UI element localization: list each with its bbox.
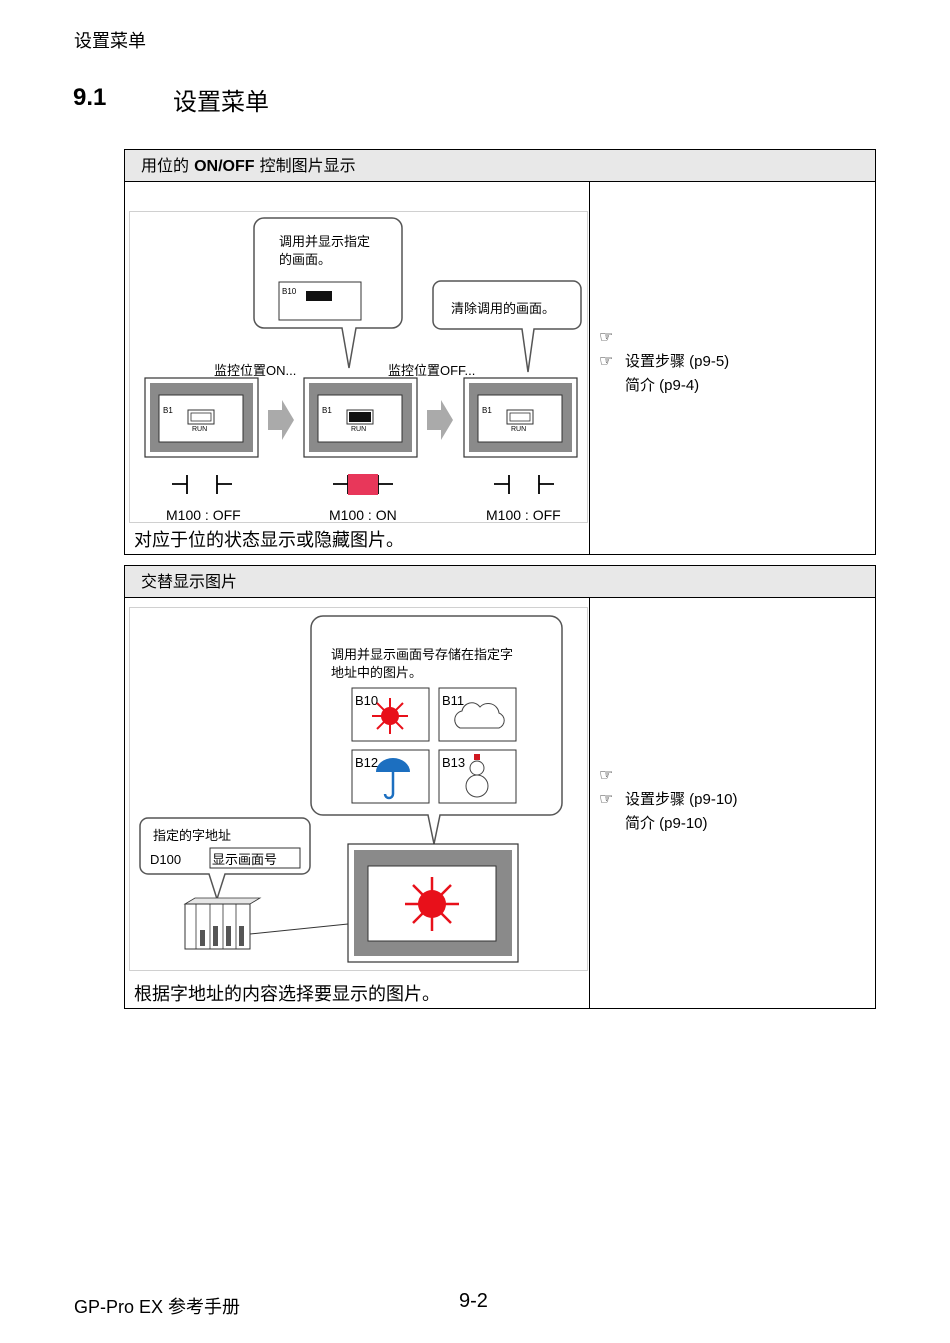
screen3-run: RUN	[511, 426, 526, 433]
section-title: 设置菜单	[173, 88, 269, 116]
bubble-line2: 地址中的图片。	[331, 665, 422, 680]
bit-state-mid: M100 : ON	[329, 507, 397, 522]
pointing-hand-icon: ☞	[599, 353, 614, 370]
part-label-b13: B13	[442, 755, 465, 770]
screen1-label: B1	[163, 406, 173, 415]
table2-references: ☞ ☞ 设置步骤 (p9-10) 简介 (p9-10)	[599, 764, 738, 836]
part-label-b12: B12	[355, 755, 378, 770]
address-value: 显示画面号	[212, 852, 277, 867]
pointing-hand-icon: ☞	[599, 767, 614, 784]
ref-link-intro[interactable]: 简介 (p9-4)	[625, 377, 700, 394]
feature-table-alternate-display: 交替显示图片 调用并显示画面号存储在指定字 地址中的图片。 B10 B11 B1…	[124, 565, 876, 1009]
ref-link-procedure[interactable]: 设置步骤 (p9-5)	[625, 353, 730, 370]
bubble-right-text: 清除调用的画面。	[451, 301, 555, 316]
screen2-run: RUN	[351, 426, 366, 433]
bubble-line1: 调用并显示画面号存储在指定字	[331, 647, 513, 662]
screen3-label: B1	[482, 406, 492, 415]
pointing-hand-icon: ☞	[599, 791, 614, 808]
table2-caption: 根据字地址的内容选择要显示的图片。	[134, 984, 440, 1005]
table-heading: 用位的 ON/OFF 控制图片显示	[125, 150, 875, 182]
table1-references: ☞ ☞ 设置步骤 (p9-5) 简介 (p9-4)	[599, 326, 729, 398]
address-title: 指定的字地址	[153, 828, 231, 843]
bubble-left-line2: 的画面。	[279, 252, 331, 267]
address-device: D100	[150, 852, 181, 867]
label-monitor-on: 监控位置ON...	[214, 363, 296, 378]
feature-table-bit-display: 用位的 ON/OFF 控制图片显示 调用并显示指定 的画面。 B10 清除调用的…	[124, 149, 876, 555]
screen1-run: RUN	[192, 426, 207, 433]
part-label-b11: B11	[442, 693, 464, 708]
bit-state-left: M100 : OFF	[166, 507, 241, 522]
bubble-left-line1: 调用并显示指定	[279, 234, 370, 249]
running-header: 设置菜单	[74, 31, 146, 52]
pointing-hand-icon: ☞	[599, 329, 614, 346]
bit-display-figure: 调用并显示指定 的画面。 B10 清除调用的画面。 监控位置ON... 监控位置…	[129, 211, 588, 523]
table-heading: 交替显示图片	[125, 566, 875, 598]
alternate-display-figure: 调用并显示画面号存储在指定字 地址中的图片。 B10 B11 B12 B13	[129, 607, 588, 971]
bit-state-right: M100 : OFF	[486, 507, 561, 522]
ref-link-intro[interactable]: 简介 (p9-10)	[625, 815, 708, 832]
section-number: 9.1	[73, 84, 107, 111]
part-b10-label: B10	[282, 287, 297, 296]
label-monitor-off: 监控位置OFF...	[388, 363, 475, 378]
footer-manual-title: GP-Pro EX 参考手册	[74, 1297, 241, 1317]
ref-link-procedure[interactable]: 设置步骤 (p9-10)	[625, 791, 738, 808]
screen2-label: B1	[322, 406, 332, 415]
page-number: 9-2	[459, 1290, 488, 1312]
part-label-b10: B10	[355, 693, 378, 708]
table1-caption: 对应于位的状态显示或隐藏图片。	[134, 530, 404, 551]
